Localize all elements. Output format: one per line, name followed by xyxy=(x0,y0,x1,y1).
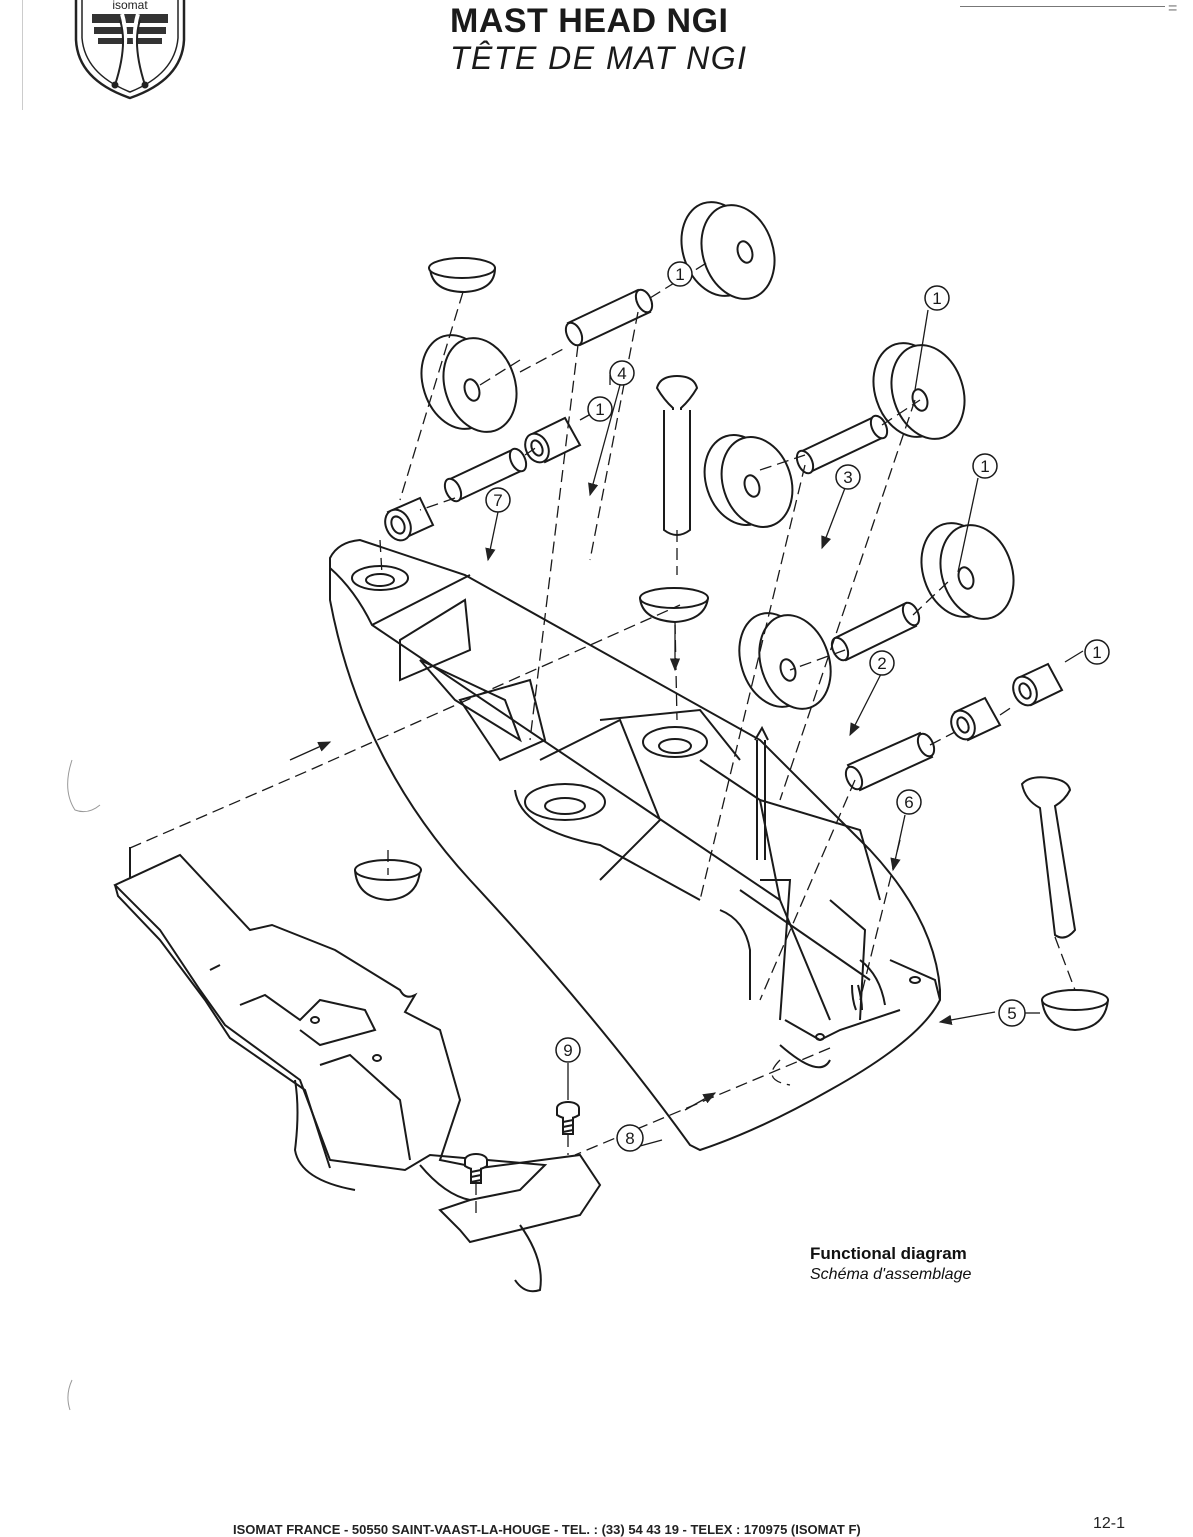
callout-4: 4 xyxy=(617,364,626,383)
sheave-lower-right xyxy=(920,522,1015,620)
sheave-lower-left xyxy=(738,612,832,710)
callout-circles xyxy=(485,261,1110,1152)
cup-lower-left xyxy=(354,859,422,902)
page-number: 12-1 xyxy=(1093,1515,1126,1532)
bushing-a xyxy=(524,416,582,464)
page-title: MAST HEAD NGI xyxy=(450,2,729,40)
header-rule xyxy=(960,6,1165,7)
cups-and-bolts xyxy=(354,257,1109,1032)
callout-1: 1 xyxy=(595,400,604,419)
sheave-top-right xyxy=(680,201,776,300)
scan-marks xyxy=(67,759,101,1411)
callout-2: 2 xyxy=(877,654,886,673)
callout-1: 1 xyxy=(675,265,684,284)
callout-1: 1 xyxy=(980,457,989,476)
axle-pins xyxy=(443,288,936,792)
caption-french: Schéma d'assemblage xyxy=(810,1266,972,1283)
callout-1: 1 xyxy=(932,289,941,308)
page-edge-rule xyxy=(22,0,23,110)
diagram-caption: Functional diagram Schéma d'assemblage xyxy=(810,1243,971,1285)
corner-mark: = xyxy=(1168,0,1178,17)
pin-middle xyxy=(795,414,889,475)
pin-left xyxy=(443,447,528,503)
page-subtitle: TÊTE DE MAT NGI xyxy=(450,40,748,76)
bushing-d xyxy=(950,696,1002,742)
callout-7: 7 xyxy=(493,491,502,510)
bolt-right xyxy=(1020,776,1077,939)
footer-address: ISOMAT FRANCE - 50550 SAINT-VAAST-LA-HOU… xyxy=(233,1522,861,1537)
base-plate xyxy=(113,847,602,1293)
callout-5: 5 xyxy=(1007,1004,1016,1023)
sheave-middle-right xyxy=(872,342,966,440)
assembly-guide-lines xyxy=(129,261,1076,1218)
screws xyxy=(464,1101,580,1184)
callout-6: 6 xyxy=(904,793,913,812)
screw-base xyxy=(464,1153,488,1184)
pin-short xyxy=(844,731,936,792)
sheave-middle-left xyxy=(703,434,794,528)
cup-lower-right xyxy=(1041,989,1109,1032)
bushing-b xyxy=(384,496,435,542)
pin-lower xyxy=(830,601,921,662)
callout-1: 1 xyxy=(1092,643,1101,662)
cup-top-left xyxy=(428,257,496,294)
screw-9 xyxy=(556,1101,580,1135)
caption-english: Functional diagram xyxy=(810,1244,967,1263)
isomat-logo: isomat xyxy=(74,0,186,100)
bolt-center xyxy=(655,374,699,536)
sheave-left-upper xyxy=(420,334,518,433)
logo-text: isomat xyxy=(112,0,148,12)
bushings xyxy=(384,416,1064,742)
callout-9: 9 xyxy=(563,1041,572,1060)
callout-labels: 1 1 1 1 1 2 3 4 5 6 7 8 9 xyxy=(493,265,1101,1148)
bushing-c xyxy=(1012,662,1064,707)
title-block: MAST HEAD NGI TÊTE DE MAT NGI xyxy=(450,2,747,76)
callout-3: 3 xyxy=(843,468,852,487)
cup-center xyxy=(639,587,709,624)
callout-8: 8 xyxy=(625,1129,634,1148)
pin-top xyxy=(564,288,654,347)
